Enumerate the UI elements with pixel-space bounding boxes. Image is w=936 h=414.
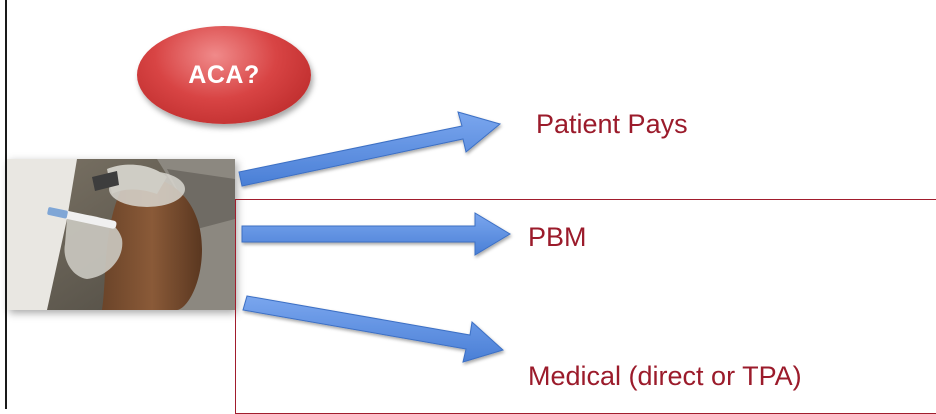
arrow-to-medical xyxy=(242,295,504,363)
arrow-to-pbm xyxy=(241,212,511,256)
label-patient-pays: Patient Pays xyxy=(536,109,688,139)
label-medical: Medical (direct or TPA) xyxy=(528,361,802,391)
vaccine-injection-photo xyxy=(7,159,235,310)
arrow-to-patient-pays xyxy=(238,111,502,187)
photo-illustration xyxy=(7,159,235,310)
label-pbm: PBM xyxy=(528,222,587,252)
left-border-line xyxy=(5,0,7,409)
aca-question-text: ACA? xyxy=(188,60,260,89)
aca-question-bubble: ACA? xyxy=(137,26,311,124)
